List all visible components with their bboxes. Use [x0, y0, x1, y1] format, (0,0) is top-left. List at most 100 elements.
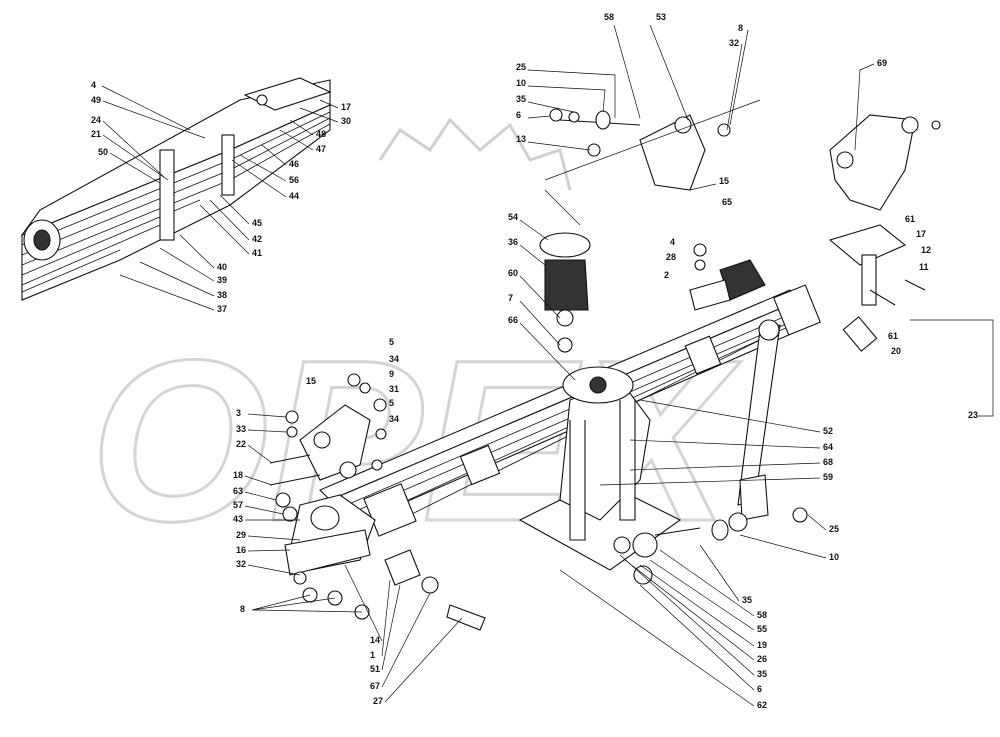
callout-c14: 14: [370, 635, 380, 645]
callout-c23: 23: [968, 410, 978, 420]
callout-c12: 12: [921, 245, 931, 255]
callout-c11: 11: [919, 262, 929, 272]
rubber-bump-stop: [539, 232, 591, 353]
callout-c30: 30: [341, 116, 351, 126]
callout-c26: 26: [757, 654, 767, 664]
callout-c9: 9: [389, 369, 394, 379]
callout-c5b: 5: [389, 398, 394, 408]
callout-c38: 38: [217, 290, 227, 300]
washer-32b: [293, 571, 307, 585]
callout-c37: 37: [217, 304, 227, 314]
callout-c35c: 35: [757, 669, 767, 679]
callout-c58a: 58: [604, 12, 614, 22]
bushing-14: [384, 549, 421, 586]
rear-eye-clamp: [773, 284, 821, 336]
spring-eye-bore: [33, 229, 51, 251]
nut-6a: [549, 108, 563, 122]
callout-c61a: 61: [905, 214, 915, 224]
callout-c8a: 8: [738, 23, 743, 33]
callout-c33: 33: [236, 424, 246, 434]
callout-c32a: 32: [729, 38, 739, 48]
shackle-pin: [869, 289, 896, 306]
frame-bracket-upper: [544, 99, 761, 226]
callout-c64: 64: [823, 442, 833, 452]
callout-c7: 7: [508, 293, 513, 303]
callout-c58b: 58: [757, 610, 767, 620]
callout-c6a: 6: [516, 110, 521, 120]
callout-c3: 3: [236, 408, 241, 418]
callout-c69: 69: [877, 58, 887, 68]
shock-upper-eye: [758, 319, 780, 341]
bushing-10a: [595, 110, 611, 130]
callout-c63: 63: [233, 486, 243, 496]
bolt-9: [373, 398, 387, 412]
u-bolt-right: [619, 400, 636, 521]
washer-35c: [613, 536, 631, 554]
shock-lower-body: [739, 474, 769, 521]
rear-hanger-bolt: [931, 120, 941, 130]
callout-c39: 39: [217, 275, 227, 285]
callout-c66: 66: [508, 315, 518, 325]
nut-25b: [792, 507, 808, 523]
rear-shackle: [828, 224, 994, 417]
frame-rail-line-2: [544, 189, 581, 226]
callout-c5a: 5: [389, 337, 394, 347]
nut-31: [375, 428, 387, 440]
nut-5b: [371, 459, 383, 471]
callout-c17b: 17: [916, 229, 926, 239]
callout-c67: 67: [370, 681, 380, 691]
callout-c20: 20: [891, 346, 901, 356]
callout-c27: 27: [373, 696, 383, 706]
washer-2: [694, 259, 706, 271]
main-spring-top: [319, 289, 801, 501]
callout-c10b: 10: [829, 552, 839, 562]
callout-c40: 40: [217, 262, 227, 272]
callout-c18: 18: [233, 470, 243, 480]
bolt-head: [256, 94, 268, 106]
shackle-bolt: [904, 279, 926, 291]
axle-seat-assembly: [518, 366, 682, 571]
callout-c17a: 17: [341, 102, 351, 112]
callout-c22: 22: [236, 439, 246, 449]
washer: [693, 243, 707, 257]
callout-c1: 1: [370, 650, 375, 660]
callout-c25b: 25: [829, 524, 839, 534]
washer-67: [421, 576, 439, 594]
callout-c49: 49: [91, 95, 101, 105]
clamp-bracket: [159, 149, 175, 241]
callout-c48: 48: [316, 129, 326, 139]
front-hanger-hole-2: [313, 431, 331, 449]
callout-c54: 54: [508, 212, 518, 222]
callout-c51: 51: [370, 664, 380, 674]
callout-c36: 36: [508, 237, 518, 247]
callout-c42: 42: [252, 234, 262, 244]
shackle-link: [861, 254, 877, 306]
middle-clamp: [459, 444, 501, 486]
callout-c34b: 34: [389, 414, 399, 424]
callout-c46: 46: [289, 159, 299, 169]
upper-bracket-hole: [674, 116, 692, 134]
washer-34a: [359, 382, 371, 394]
bump-stop-body: [544, 259, 589, 311]
callout-c31: 31: [389, 384, 399, 394]
callout-c29: 29: [236, 530, 246, 540]
shock-absorber: [613, 319, 808, 585]
front-eye-bracket: [284, 494, 486, 631]
callout-c8b: 8: [240, 604, 245, 614]
bushing-10b: [711, 519, 729, 541]
shackle-plate: [828, 224, 907, 266]
callout-c19: 19: [757, 640, 767, 650]
front-hanger-body: [299, 404, 371, 481]
callout-c41: 41: [252, 248, 262, 258]
callout-c55: 55: [757, 624, 767, 634]
callout-c65: 65: [722, 197, 732, 207]
callout-c34a: 34: [389, 354, 399, 364]
bump-stop-bolt: [557, 337, 573, 353]
watermark-gear-outline: [378, 117, 572, 191]
callout-c4a: 4: [91, 80, 96, 90]
callout-c25a: 25: [516, 62, 526, 72]
bolt-22: [269, 454, 311, 464]
callout-c60: 60: [508, 268, 518, 278]
bump-stop-top: [539, 232, 591, 258]
frame-rail-line: [544, 99, 761, 181]
